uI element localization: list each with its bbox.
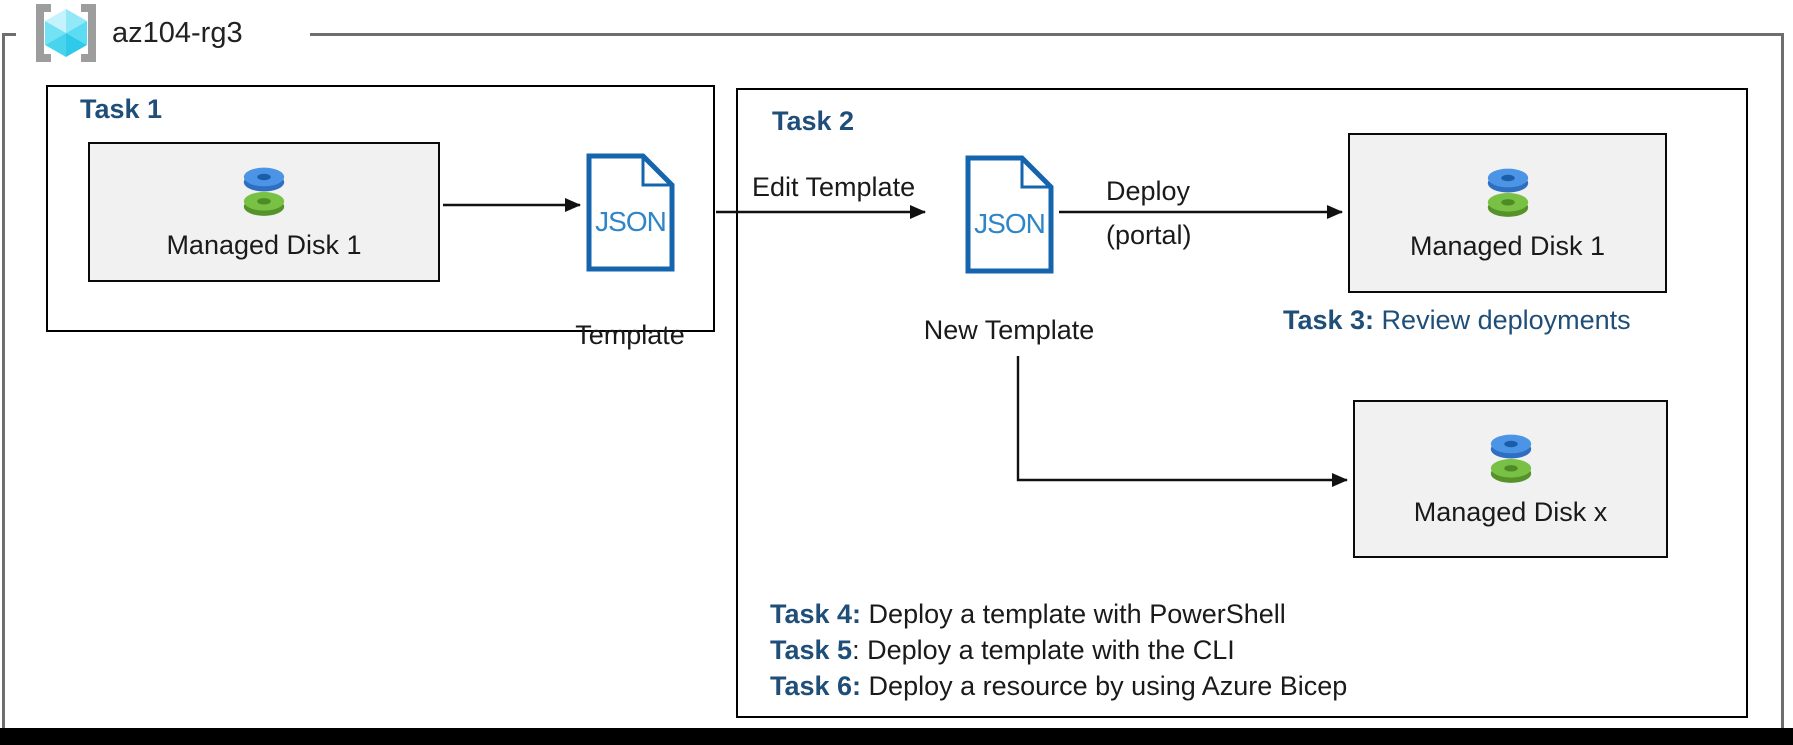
task5-rest: : Deploy a template with the CLI (852, 635, 1235, 665)
task6-line: Task 6: Deploy a resource by using Azure… (770, 668, 1347, 704)
task2-title: Task 2 (772, 106, 855, 136)
task3-bold: Task 3: (1283, 305, 1375, 335)
task6-rest: Deploy a resource by using Azure Bicep (861, 671, 1348, 701)
portal-label: (portal) (1106, 220, 1192, 250)
managed-disk-1-box: Managed Disk 1 (88, 142, 440, 282)
bottom-black-bar (0, 728, 1793, 745)
task4-line: Task 4: Deploy a template with PowerShel… (770, 596, 1347, 632)
template-label: Template (575, 320, 685, 350)
task1-title: Task 1 (80, 94, 163, 124)
azure-resource-group-icon (30, 2, 102, 64)
managed-disk-icon (235, 163, 293, 221)
json-new-template-icon: JSON (965, 155, 1054, 274)
task5-line: Task 5: Deploy a template with the CLI (770, 632, 1347, 668)
task2-managed-disk-1-box: Managed Disk 1 (1348, 133, 1667, 293)
task3-line: Task 3: Review deployments (1283, 305, 1631, 336)
task-list: Task 4: Deploy a template with PowerShel… (770, 596, 1347, 704)
managed-disk-icon (1482, 430, 1540, 488)
task4-bold: Task 4: (770, 599, 862, 629)
task6-bold: Task 6: (770, 671, 862, 701)
managed-disk-icon (1479, 164, 1537, 222)
json-doc-text: JSON (974, 208, 1046, 240)
task2-managed-disk-1-label: Managed Disk 1 (1409, 231, 1606, 261)
json-template-icon: JSON (586, 153, 675, 272)
managed-disk-x-label: Managed Disk x (1413, 497, 1608, 527)
resource-group-label: az104-rg3 (112, 17, 243, 49)
task4-rest: Deploy a template with PowerShell (861, 599, 1286, 629)
json-doc-text: JSON (595, 206, 667, 238)
managed-disk-1-label: Managed Disk 1 (166, 230, 362, 260)
edit-template-label: Edit Template (752, 172, 916, 202)
task5-bold: Task 5 (770, 635, 853, 665)
resource-group-frame (2, 33, 1784, 728)
deploy-label: Deploy (1106, 176, 1191, 206)
task3-rest: Review deployments (1374, 305, 1631, 335)
new-template-label: New Template (923, 315, 1095, 345)
managed-disk-x-box: Managed Disk x (1353, 400, 1668, 558)
